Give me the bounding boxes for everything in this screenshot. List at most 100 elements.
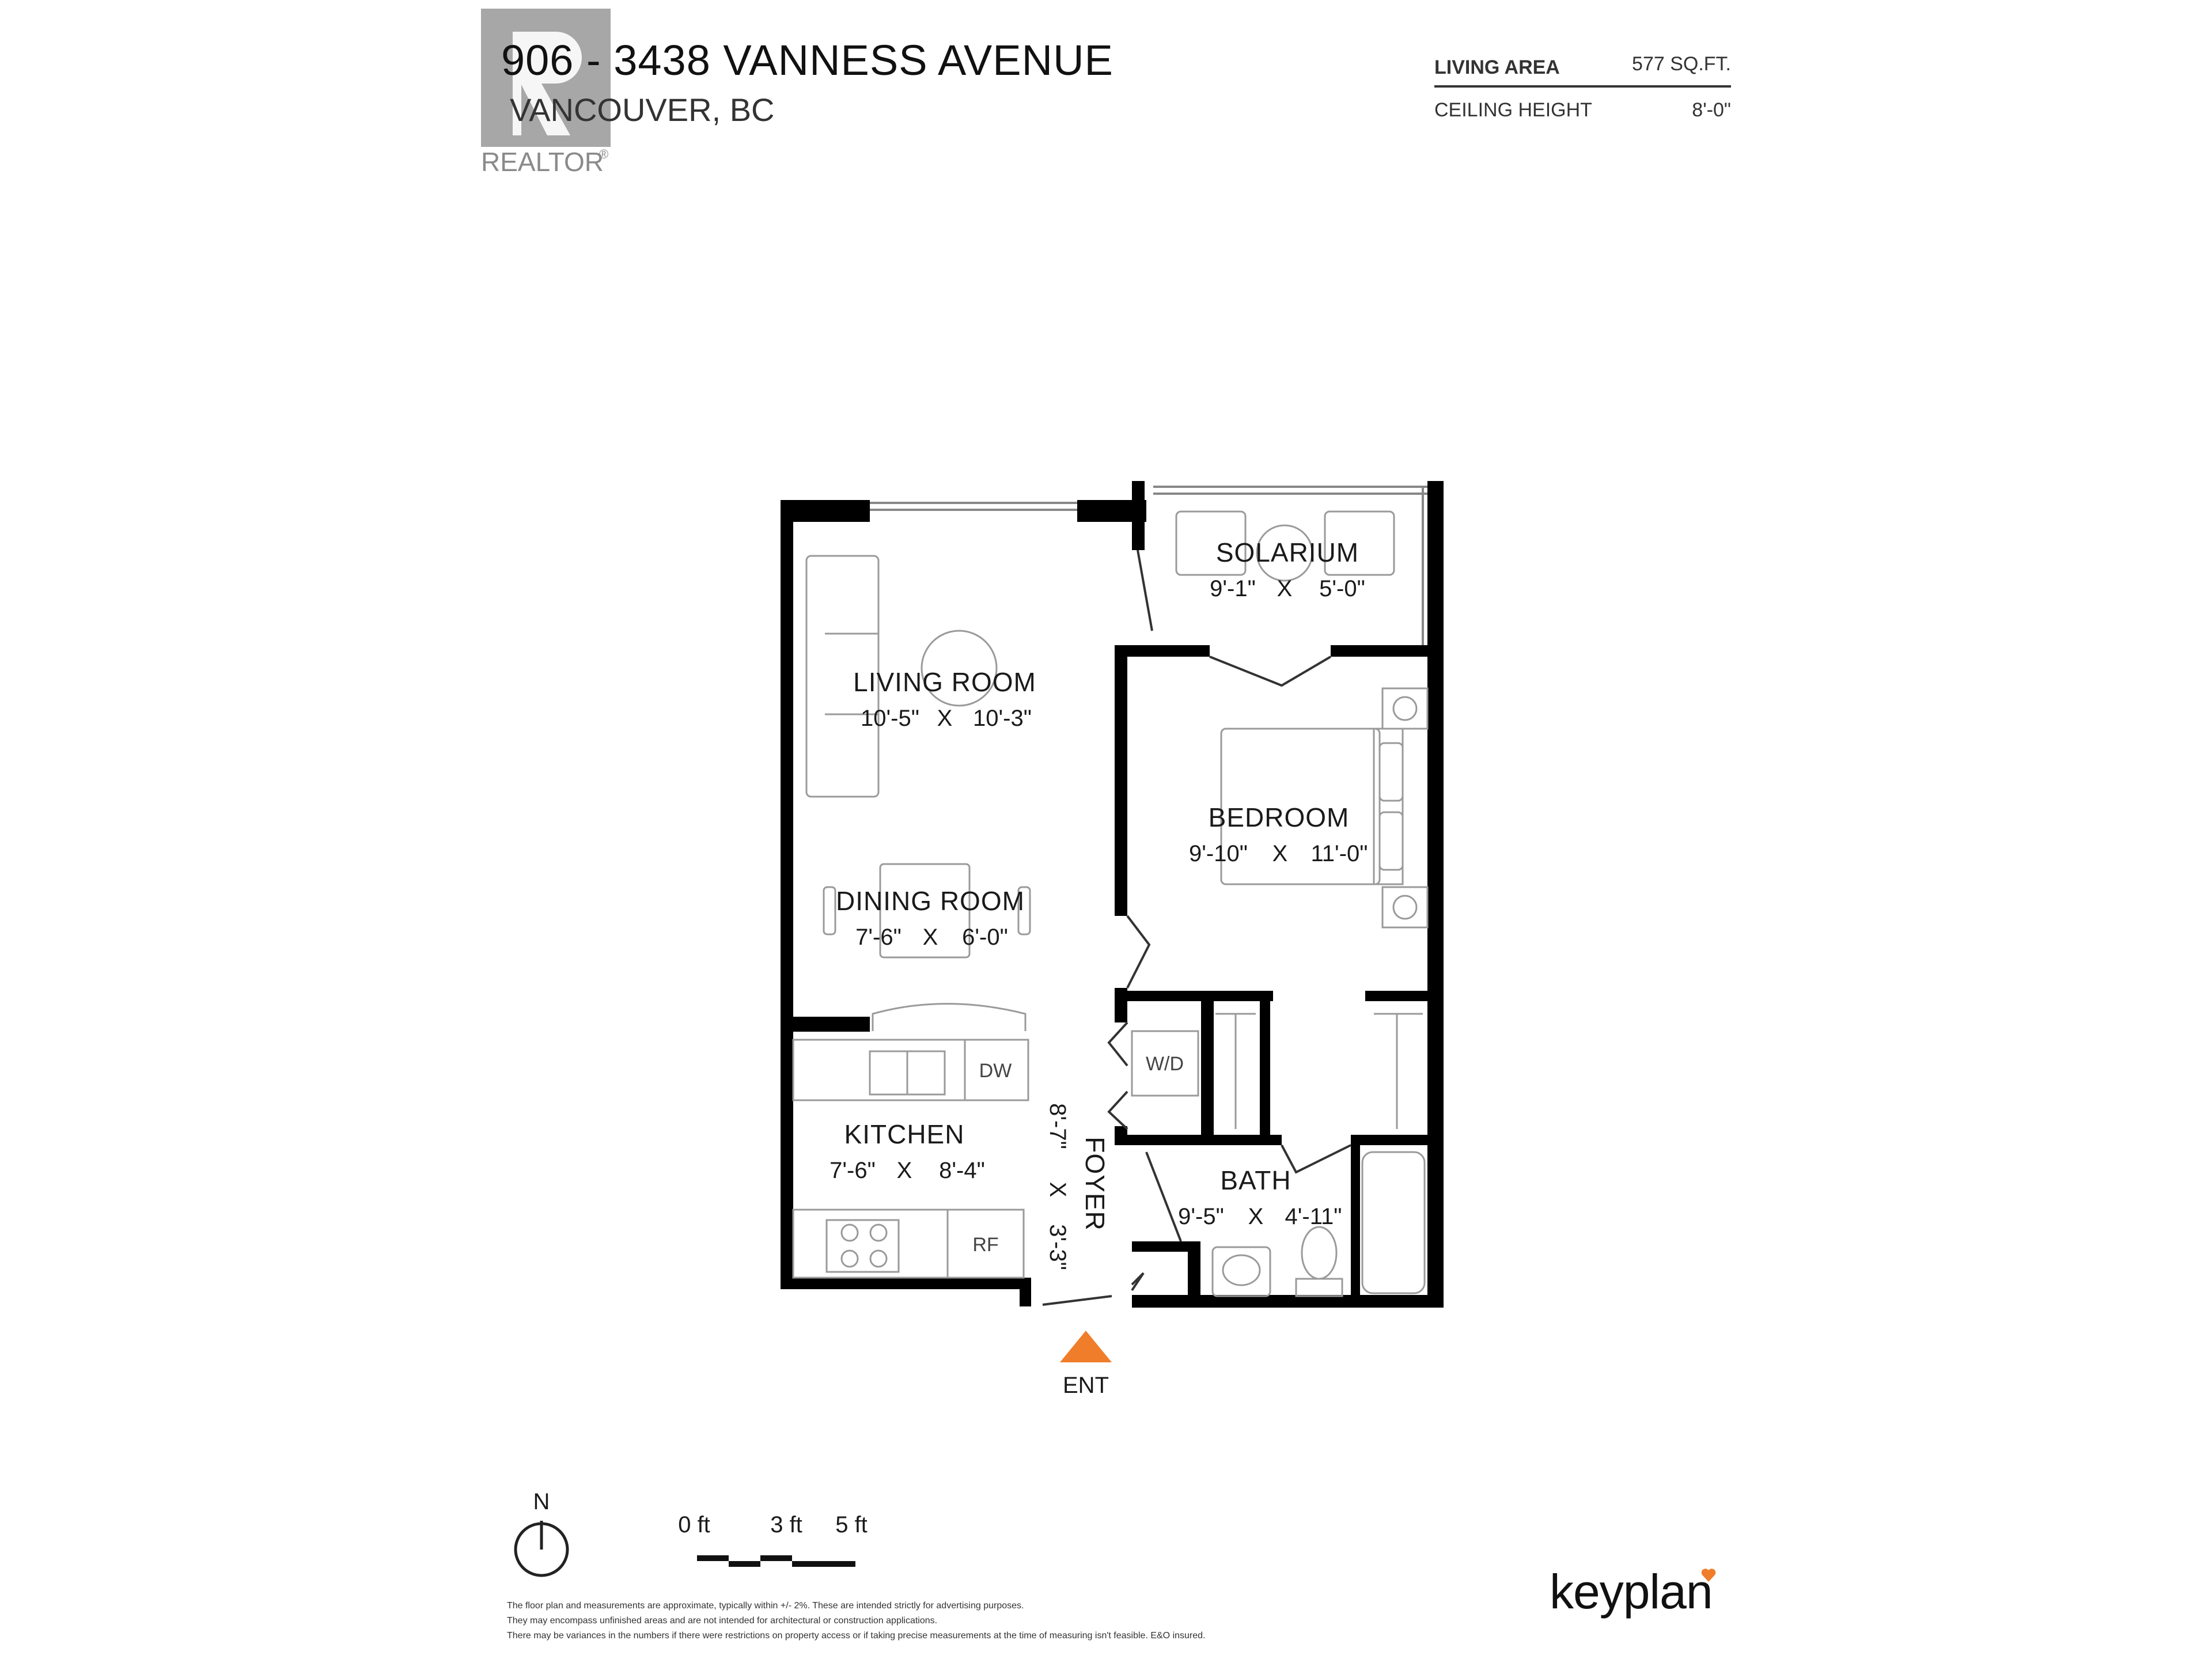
realtor-logo-registered-mark: ® [599,147,608,161]
bedroom-closet-doors [1209,656,1332,687]
dining-chair [1017,886,1031,935]
ceiling-height-value: 8'-0" [1692,99,1731,121]
disclaimer-line: There may be variances in the numbers if… [507,1631,1206,1641]
wall-bottom-right [1132,1295,1440,1308]
disclaimer-line: The floor plan and measurements are appr… [507,1601,1024,1611]
wall-bedroom-top-right [1331,645,1431,657]
scale-label-3: 3 ft [770,1512,802,1537]
foyer-closet-door [1131,1272,1145,1291]
dishwasher-label: DW [979,1060,1012,1082]
wall-tub [1351,1143,1360,1299]
washer-dryer-label: W/D [1146,1053,1184,1075]
bathtub [1361,1151,1426,1294]
spec-divider [1434,85,1731,88]
compass-north-label: N [533,1489,550,1514]
burner [840,1249,859,1268]
disclaimer: The floor plan and measurements are appr… [507,1599,1371,1643]
property-city: VANCOUVER, BC [510,92,775,128]
entrance-label: ENT [1063,1373,1109,1398]
living-room-label: LIVING ROOM [853,667,1036,697]
wall-bath-top-right [1351,1135,1437,1145]
bath-label: BATH [1220,1165,1291,1195]
dining-room-width: 7'-6" [855,925,902,950]
dining-room-length: 6'-0" [962,925,1008,950]
living-area-label: LIVING AREA [1434,56,1560,78]
wall-bedroom-top-left [1115,645,1210,657]
foyer-width: 8'-7" [1045,1103,1070,1149]
solarium-chair-left [1175,510,1247,576]
bedroom-length: 11'-0" [1311,841,1368,866]
toilet [1301,1226,1338,1280]
scale-segment [697,1555,729,1561]
solarium-width: 9'-1" [1210,576,1256,601]
bedroom-width: 9'-10" [1189,841,1248,866]
bath-vanity [1211,1246,1271,1297]
washer-dryer [1131,1030,1199,1097]
fixtures [792,510,1429,1297]
refrigerator [946,1209,1025,1279]
dining-chair [823,886,836,935]
walls [781,481,1444,1308]
solarium-chair-right [1324,510,1395,576]
scale-bar [697,1555,855,1567]
ceiling-height-label: CEILING HEIGHT [1434,99,1592,121]
entrance-marker [1060,1331,1112,1362]
wall-closet-divider [1260,1001,1270,1145]
living-room-times: X [937,706,953,731]
scale-label-5: 5 ft [835,1512,868,1537]
keyplan-heart-icon [1701,1569,1716,1582]
nightstand [1381,687,1429,730]
pillow [1378,742,1404,802]
burner [869,1249,888,1268]
bath-times: X [1248,1204,1264,1229]
wall-solarium-left [1132,481,1145,550]
sofa [805,555,880,798]
nightstand [1381,886,1429,929]
doors [1042,550,1351,1306]
living-area-value: 577 SQ.FT. [1632,53,1731,75]
keyplan-logo: keyplan [1550,1565,1713,1619]
solarium-label: SOLARIUM [1216,537,1359,567]
wall-closet-top-right [1365,991,1437,1001]
living-room-length: 10'-3" [973,706,1032,731]
kitchen-counter [792,1039,1029,1101]
wall-laundry-right [1201,1001,1214,1145]
bedroom-label: BEDROOM [1209,802,1350,832]
bed [1220,728,1381,885]
scale-label-0: 0 ft [678,1512,710,1537]
bedroom-door [1126,915,1151,988]
bath-length: 4'-11" [1285,1204,1342,1229]
lamp [1392,895,1418,920]
scale-segment [760,1555,792,1561]
wall-top-left [781,500,870,522]
foyer-length: 3'-3" [1045,1224,1070,1270]
solarium-times: X [1277,576,1293,601]
bath-width: 9'-5" [1178,1204,1224,1229]
disclaimer-line: They may encompass unfinished areas and … [507,1616,938,1626]
kitchen-island [872,1003,1027,1031]
pillow [1378,811,1404,871]
scale-segment [729,1561,760,1567]
burner [840,1224,859,1242]
wall-closet-top [1115,991,1273,1001]
realtor-logo-text: REALTOR [481,147,604,173]
wall-kitchen-stub [781,1017,870,1032]
foyer-label: FOYER [1080,1137,1110,1230]
bath-door [1281,1144,1351,1174]
coffee-table [921,630,998,707]
kitchen-label: KITCHEN [844,1119,965,1149]
kitchen-length: 8'-4" [939,1158,985,1183]
solarium-door [1137,550,1153,631]
solarium-table [1256,524,1313,582]
bath-sink [1222,1254,1261,1286]
wall-bottom-left [781,1278,1028,1289]
windows [870,486,1434,651]
wall-foyer-closet-top [1132,1241,1190,1252]
wall-entry-post [1020,1278,1031,1306]
lamp [1392,696,1418,721]
realtor-logo-r [513,32,582,135]
foyer-times: X [1045,1182,1070,1198]
dining-table [879,863,971,959]
property-address-title: 906 - 3438 VANNESS AVENUE [501,36,1113,84]
